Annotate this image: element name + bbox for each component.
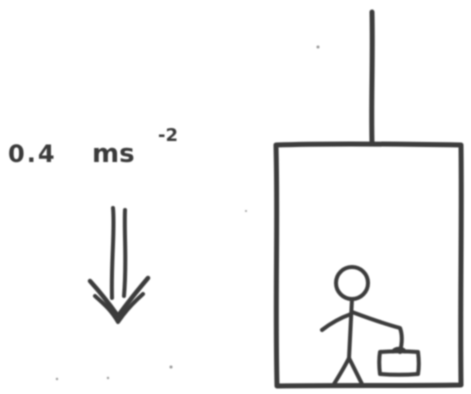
person-right-leg	[347, 356, 364, 386]
person-body	[347, 297, 354, 360]
acceleration-unit: ms	[92, 139, 135, 169]
person-left-arm	[320, 312, 353, 332]
person-head	[334, 265, 370, 301]
acceleration-value: 0.4	[8, 140, 57, 168]
lift-car	[273, 141, 464, 389]
person-left-leg	[332, 356, 351, 386]
acceleration-arrow-icon	[87, 206, 151, 324]
briefcase-icon	[377, 346, 421, 377]
person-figure	[320, 265, 404, 386]
lift-cable	[369, 9, 375, 146]
scan-speckles	[55, 45, 320, 381]
person-right-arm	[350, 310, 404, 354]
acceleration-exponent: -2	[158, 125, 178, 146]
acceleration-label: 0.4 ms -2	[8, 125, 178, 169]
